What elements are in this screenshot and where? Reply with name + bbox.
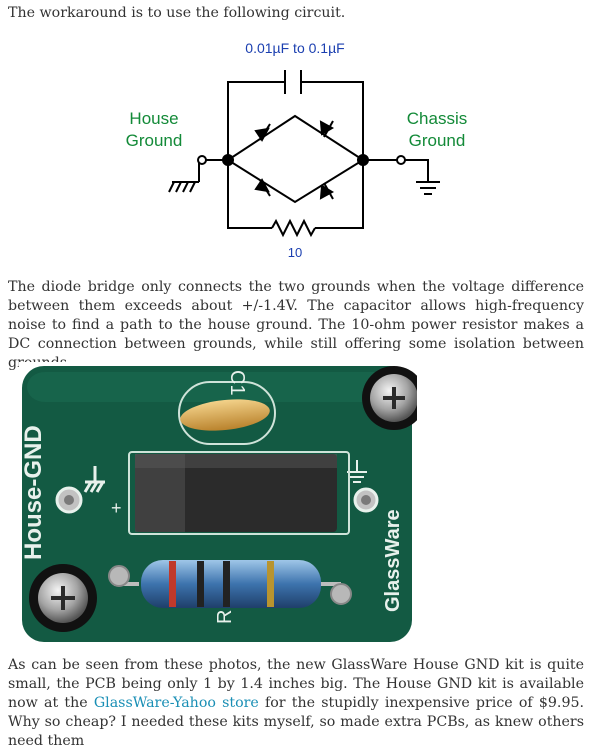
silk-house-gnd: House-GND [20,425,47,560]
resistor-band-2 [197,561,204,607]
capacitor-c1 [180,399,270,431]
silk-plus: + [111,498,122,518]
bottom-left-wire [227,160,272,229]
house-label-line1: House [129,109,178,128]
power-resistor [141,560,321,608]
chassis-ground-symbol [404,159,440,195]
house-ground-symbol [168,160,200,193]
chassis-terminal [396,155,406,165]
house-terminal [197,155,207,165]
silk-ground-icon [83,466,105,493]
silk-r: R [214,610,236,624]
resistor-band-4 [267,561,274,607]
house-label-line2: Ground [126,131,183,150]
chassis-label-line1: Chassis [407,109,467,128]
glassware-store-link[interactable]: GlassWare-Yahoo store [93,695,259,711]
pcb-photo: C1 House-GND GlassWare R + [19,362,417,646]
kit-description: As can be seen from these photos, the ne… [8,656,584,751]
silk-chassis-icon [347,460,367,483]
left-junction [222,154,234,166]
bottom-right-wire [315,160,364,229]
right-junction [357,154,369,166]
diode-bridge-explanation: The diode bridge only connects the two g… [8,279,584,371]
kit-text-after-link: for the stupidly inexpensive price of $9… [8,695,585,749]
intro-text: The workaround is to use the following c… [8,5,346,21]
screw-slot-icon [51,586,75,610]
c1-outline [178,381,276,445]
top-left-wire [227,81,285,160]
resistor-band-3 [223,561,230,607]
silk-glassware: GlassWare [382,509,404,612]
resistor-band-1 [169,561,176,607]
chassis-label-line2: Ground [409,131,466,150]
screw-slot-icon [383,387,405,409]
resistor-value-label: 10 [288,245,302,260]
capacitor-value-label: 0.01µF to 0.1µF [245,40,344,56]
silk-c1: C1 [226,370,248,396]
resistor-zigzag [271,218,316,238]
top-right-wire [301,81,364,160]
kit-text-before-link: As can be seen from these photos, the ne… [8,657,584,711]
diode-bridge-block [135,454,337,532]
circuit-diagram: 0.01µF to 0.1µF House Ground Chassis Gro… [126,40,468,260]
diode-bridge [226,114,365,204]
